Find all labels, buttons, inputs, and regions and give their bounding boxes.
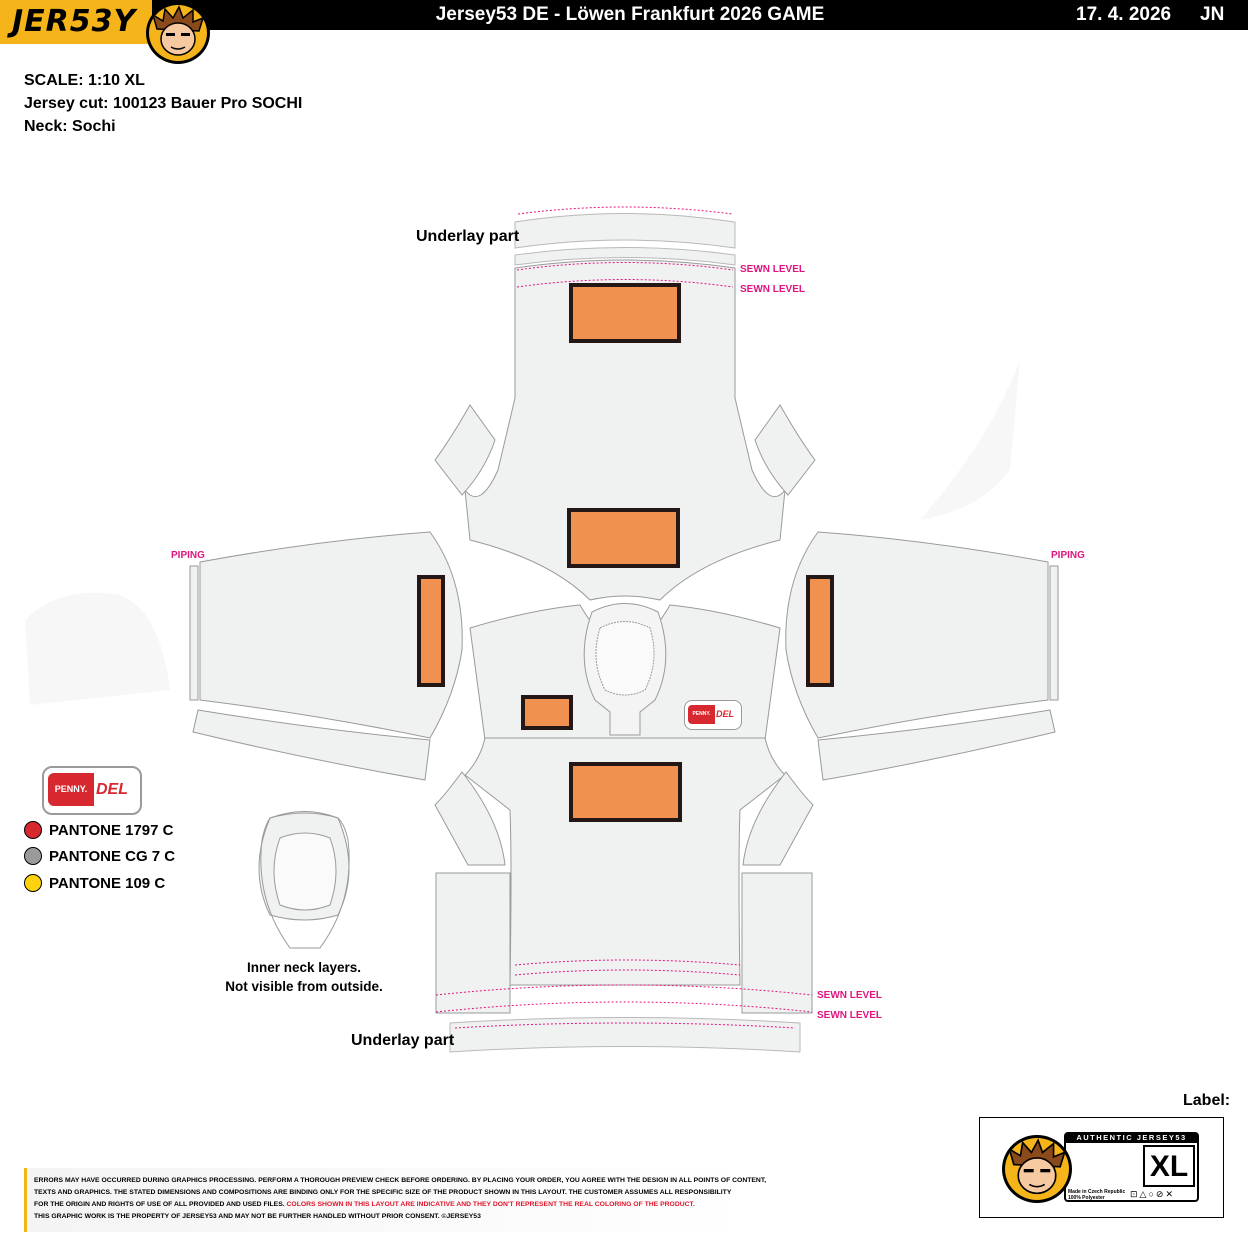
bottom-underlay-strip — [449, 1017, 801, 1053]
care-icons: ⊡△○⊘✕ — [1130, 1189, 1175, 1199]
sewn-stitch-4 — [435, 1001, 813, 1013]
sponsor-del-text: DEL — [96, 781, 128, 798]
label-fine-print: Made in Czech Republic 100% Polyester — [1068, 1189, 1125, 1201]
label-size: XL — [1143, 1145, 1195, 1187]
right-cuff — [817, 709, 1056, 781]
left-sleeve — [199, 531, 463, 739]
chest-sponsor-penny: PENNY. — [688, 705, 715, 724]
palette-color-name: PANTONE 1797 C — [49, 821, 174, 839]
inner-neck-note-line1: Inner neck layers. — [246, 960, 362, 975]
color-swatch-yellow — [24, 874, 42, 892]
back-panel — [464, 259, 786, 601]
patch-left-sleeve — [417, 575, 445, 687]
palette-color-name: PANTONE CG 7 C — [49, 847, 176, 865]
patch-back-number — [567, 508, 680, 568]
left-piping — [189, 565, 199, 701]
disclaimer-box — [24, 1168, 749, 1232]
yoke-right-lower — [742, 771, 814, 866]
label-material: 100% Polyester — [1068, 1195, 1105, 1201]
left-cuff — [192, 709, 431, 781]
disclaimer-line: TEXTS AND GRAPHICS. THE STATED DIMENSION… — [34, 1189, 732, 1196]
patch-back-top — [569, 283, 681, 343]
sewn-stitch-5 — [514, 959, 741, 966]
piping-left-label: PIPING — [171, 550, 205, 561]
palette-item: PANTONE 109 C — [24, 873, 165, 893]
disclaimer-text: FOR THE ORIGIN AND RIGHTS OF USE OF ALL … — [34, 1201, 287, 1208]
color-swatch-gray — [24, 847, 42, 865]
sewn-stitch-2 — [516, 279, 734, 288]
palette-color-name: PANTONE 109 C — [49, 874, 166, 892]
inner-neck-layer — [260, 812, 350, 949]
page-title: Jersey53 DE - Löwen Frankfurt 2026 GAME — [435, 4, 825, 25]
disclaimer-line: THIS GRAPHIC WORK IS THE PROPERTY OF JER… — [34, 1213, 481, 1220]
patch-chest — [521, 695, 573, 730]
front-panel — [464, 737, 786, 986]
disclaimer-color-warning: COLORS SHOWN IN THIS LAYOUT ARE INDICATI… — [286, 1201, 695, 1208]
sponsor-penny-text: PENNY. — [48, 773, 94, 806]
sewn-level-label: SEWN LEVEL — [817, 990, 883, 1001]
sewn-stitch-3 — [435, 984, 813, 996]
jersey-cut-spec: Jersey cut: 100123 Bauer Pro SOCHI — [24, 95, 303, 112]
label-mascot-icon — [1002, 1135, 1072, 1203]
top-underlay-strip — [514, 213, 736, 249]
mascot-avatar-icon — [146, 2, 210, 64]
sewn-stitch-6 — [514, 969, 741, 976]
sponsor-logo: PENNY. DEL — [42, 766, 142, 815]
sewn-level-label: SEWN LEVEL — [817, 1010, 883, 1021]
right-piping — [1049, 565, 1059, 701]
label-made-in: Made in Czech Republic — [1068, 1189, 1126, 1195]
side-panel-right — [741, 872, 813, 1014]
palette-item: PANTONE 1797 C — [24, 820, 174, 840]
patch-front-number — [569, 762, 682, 822]
side-panel-left — [435, 872, 511, 1014]
neck-spec: Neck: Sochi — [24, 118, 116, 135]
disclaimer-line: ERRORS MAY HAVE OCCURRED DURING GRAPHICS… — [34, 1177, 767, 1184]
neck-inner — [595, 621, 655, 696]
underlay-bottom-label: Underlay part — [351, 1032, 455, 1049]
yoke-right-upper — [754, 404, 816, 496]
underlay-top-label: Underlay part — [416, 228, 520, 245]
sewn-level-label: SEWN LEVEL — [740, 264, 806, 275]
brand-logo-text: JER53Y — [12, 4, 137, 39]
scale-spec: SCALE: 1:10 XL — [24, 72, 145, 89]
inner-neck-hole — [273, 832, 337, 911]
ghost-shape-right — [920, 360, 1020, 520]
yoke-left-lower — [434, 771, 506, 866]
stitch-line — [517, 206, 733, 215]
brand-logo: JER53Y — [0, 0, 152, 44]
author-initials: JN — [1200, 4, 1225, 25]
inner-neck-note: Inner neck layers. Not visible from outs… — [222, 958, 386, 996]
date-stamp: 17. 4. 2026 — [1076, 4, 1172, 25]
palette-item: PANTONE CG 7 C — [24, 846, 175, 866]
sewn-stitch-7 — [454, 1022, 796, 1029]
piping-right-label: PIPING — [1051, 550, 1085, 561]
chest-sponsor-del: DEL — [716, 709, 734, 719]
label-heading: Label: — [1183, 1092, 1231, 1109]
color-swatch-red — [24, 821, 42, 839]
inner-neck-note-line2: Not visible from outside. — [225, 979, 383, 994]
yoke-left-upper — [434, 404, 496, 496]
top-underlay-band — [514, 247, 736, 266]
disclaimer-line: FOR THE ORIGIN AND RIGHTS OF USE OF ALL … — [34, 1201, 695, 1208]
chest-sponsor-logo: PENNY. DEL — [684, 700, 742, 730]
label-strip: AUTHENTIC JERSEY53 — [1066, 1133, 1197, 1143]
sewn-level-label: SEWN LEVEL — [740, 284, 806, 295]
patch-right-sleeve — [806, 575, 834, 687]
sewn-stitch-1 — [516, 262, 734, 271]
right-sleeve — [785, 531, 1049, 739]
ghost-shape-left — [25, 592, 170, 705]
